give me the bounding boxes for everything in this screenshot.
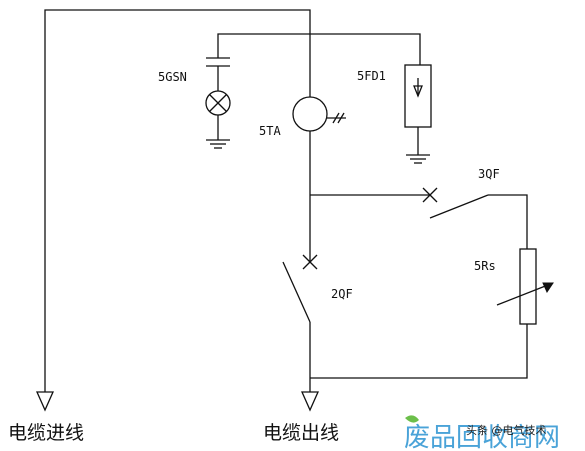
label-current-transformer: 5TA [259,124,281,138]
label-arrester: 5FD1 [357,69,386,83]
resistor-feed-wire [488,194,528,249]
caption-cable-out: 电缆出线 [263,422,339,444]
resistor-icon [519,248,537,325]
breaker-2qf [282,254,318,323]
breaker-3qf [422,187,489,219]
resistor-return-wire [310,324,528,379]
cable-in-wire [44,9,311,392]
watermark-source: 头条 @电气技术 [466,423,547,437]
label-breaker-3: 3QF [478,167,500,181]
current-transformer-icon [292,96,328,132]
caption-cable-in: 电缆进线 [8,422,84,444]
cable-in-terminal [35,391,55,412]
variable-resistor [496,248,554,325]
leaf-icon [405,415,419,423]
breaker-blade-icon [429,194,489,219]
label-resistor: 5Rs [474,259,496,273]
label-capacitor-lamp: 5GSN [158,70,187,84]
top-bus-wire [217,33,421,65]
breaker-blade-icon [282,261,311,323]
watermark-brand: 废品回收商网 [404,423,560,451]
label-breaker-2: 2QF [331,287,353,301]
arrester-branch [404,64,432,164]
cable-out-terminal [300,391,320,412]
current-transformer [292,96,346,132]
watermark: 废品回收商网 头条 @电气技术 [404,415,560,451]
capacitor-lamp-branch [205,50,231,149]
